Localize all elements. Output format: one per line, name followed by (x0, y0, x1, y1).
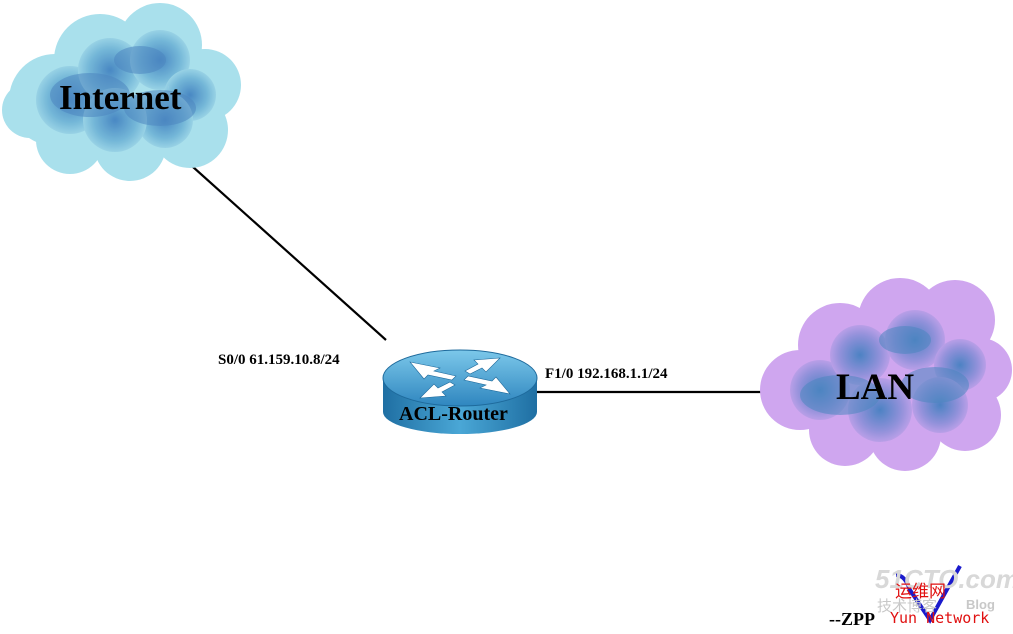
watermark-blog: Blog (966, 597, 995, 612)
watermark-site: 51CTO.com (875, 564, 1013, 594)
watermark-blog-cn: 技术博客 (877, 597, 938, 615)
link-internet-router (182, 157, 387, 341)
internet-cloud-icon (2, 3, 241, 181)
router-icon (382, 349, 538, 434)
lan-cloud-icon (760, 278, 1012, 471)
watermark-logo (895, 565, 962, 624)
f1-interface-label: F1/0 192.168.1.1/24 (545, 366, 668, 382)
author-label: --ZPP (829, 609, 875, 629)
internet-label: Internet (59, 78, 182, 117)
v-logo-icon (895, 565, 962, 624)
lan-label: LAN (836, 367, 915, 408)
watermark-cn: 运维网 (895, 582, 946, 602)
watermark-en: Yun Network (890, 609, 990, 627)
s0-interface-label: S0/0 61.159.10.8/24 (218, 352, 340, 368)
router-label: ACL-Router (399, 403, 508, 425)
